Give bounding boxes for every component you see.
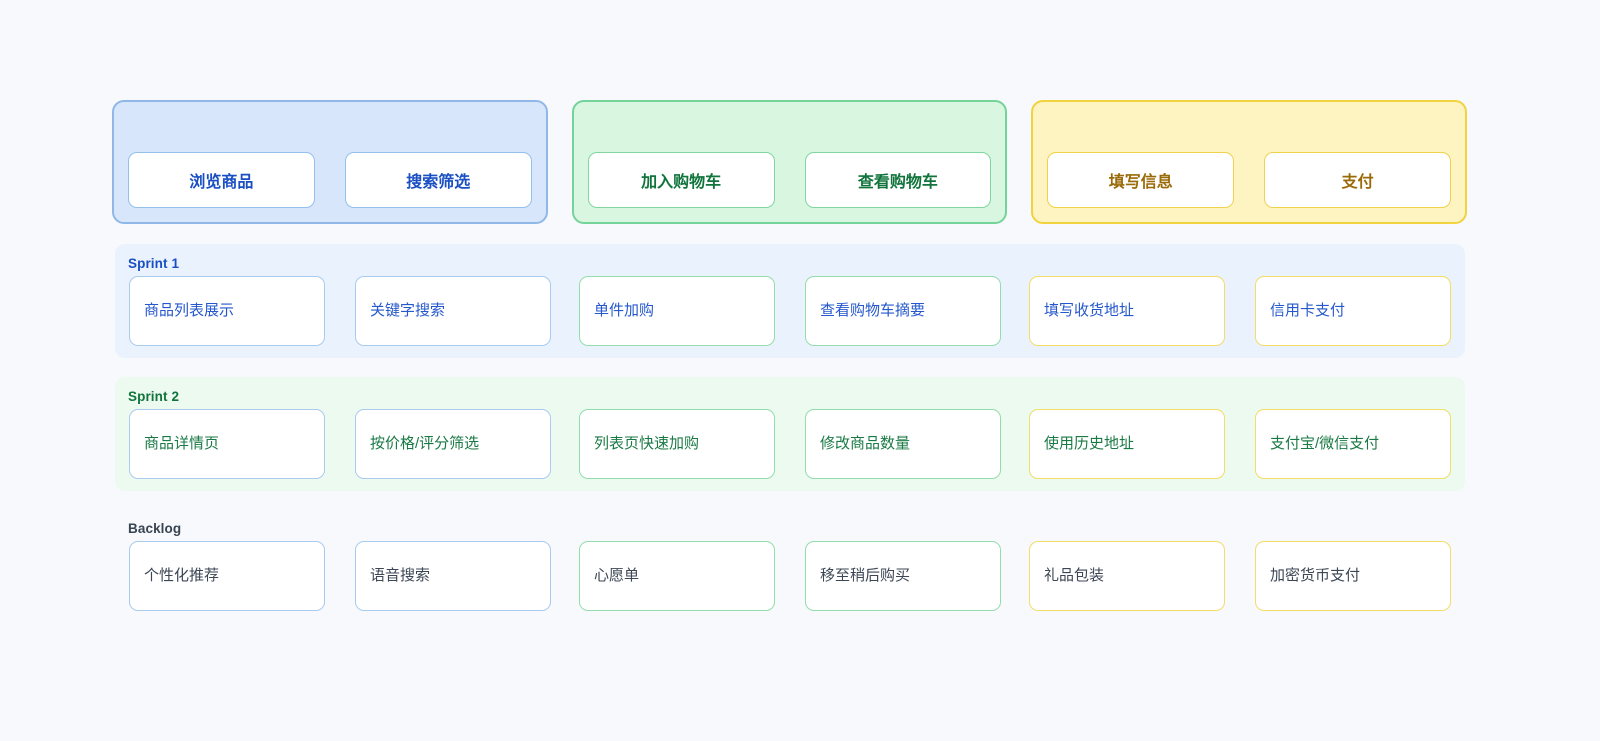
- activity-step-card[interactable]: 填写信息: [1047, 152, 1235, 208]
- story-group-green: 列表页快速加购修改商品数量: [577, 409, 1003, 479]
- story-card[interactable]: 礼品包装: [1029, 541, 1225, 611]
- story-track: 商品详情页按价格/评分筛选列表页快速加购修改商品数量使用历史地址支付宝/微信支付: [127, 409, 1453, 479]
- activity-step-card[interactable]: 查看购物车: [804, 152, 992, 208]
- story-card[interactable]: 移至稍后购买: [805, 541, 1001, 611]
- story-group-blue: 商品详情页按价格/评分筛选: [127, 409, 553, 479]
- activity-step-card[interactable]: 支付: [1264, 152, 1452, 208]
- activity-step-card[interactable]: 加入购物车: [587, 152, 775, 208]
- release-label: Sprint 1: [128, 256, 180, 271]
- story-group-blue: 个性化推荐语音搜索: [127, 541, 553, 611]
- story-track: 商品列表展示关键字搜索单件加购查看购物车摘要填写收货地址信用卡支付: [127, 276, 1453, 346]
- story-card[interactable]: 修改商品数量: [805, 409, 1001, 479]
- story-card[interactable]: 支付宝/微信支付: [1255, 409, 1451, 479]
- release-band-backlog: Backlog 个性化推荐语音搜索心愿单移至稍后购买礼品包装加密货币支付: [115, 509, 1465, 623]
- story-group-blue: 商品列表展示关键字搜索: [127, 276, 553, 346]
- story-card[interactable]: 填写收货地址: [1029, 276, 1225, 346]
- story-card[interactable]: 商品详情页: [129, 409, 325, 479]
- story-track: 个性化推荐语音搜索心愿单移至稍后购买礼品包装加密货币支付: [127, 541, 1453, 611]
- activity-header-row: 浏览商品搜索筛选加入购物车查看购物车填写信息支付: [112, 100, 1468, 224]
- story-card[interactable]: 商品列表展示: [129, 276, 325, 346]
- release-label: Sprint 2: [128, 389, 180, 404]
- activity-step-card[interactable]: 搜索筛选: [344, 152, 532, 208]
- story-card[interactable]: 使用历史地址: [1029, 409, 1225, 479]
- story-group-yellow: 礼品包装加密货币支付: [1027, 541, 1453, 611]
- story-card[interactable]: 关键字搜索: [355, 276, 551, 346]
- story-card[interactable]: 列表页快速加购: [579, 409, 775, 479]
- story-group-green: 单件加购查看购物车摘要: [577, 276, 1003, 346]
- activity-group-green: 加入购物车查看购物车: [571, 100, 1008, 224]
- story-card[interactable]: 心愿单: [579, 541, 775, 611]
- story-card[interactable]: 查看购物车摘要: [805, 276, 1001, 346]
- release-label: Backlog: [128, 521, 182, 536]
- activity-group-yellow: 填写信息支付: [1031, 100, 1468, 224]
- story-group-yellow: 使用历史地址支付宝/微信支付: [1027, 409, 1453, 479]
- release-band-sprint-2: Sprint 2 商品详情页按价格/评分筛选列表页快速加购修改商品数量使用历史地址…: [115, 377, 1465, 491]
- story-card[interactable]: 个性化推荐: [129, 541, 325, 611]
- story-group-yellow: 填写收货地址信用卡支付: [1027, 276, 1453, 346]
- story-card[interactable]: 单件加购: [579, 276, 775, 346]
- story-group-green: 心愿单移至稍后购买: [577, 541, 1003, 611]
- story-card[interactable]: 按价格/评分筛选: [355, 409, 551, 479]
- activity-step-card[interactable]: 浏览商品: [128, 152, 315, 208]
- story-card[interactable]: 信用卡支付: [1255, 276, 1451, 346]
- story-card[interactable]: 语音搜索: [355, 541, 551, 611]
- activity-group-blue: 浏览商品搜索筛选: [112, 100, 548, 224]
- release-band-sprint-1: Sprint 1 商品列表展示关键字搜索单件加购查看购物车摘要填写收货地址信用卡支…: [115, 244, 1465, 358]
- story-card[interactable]: 加密货币支付: [1255, 541, 1451, 611]
